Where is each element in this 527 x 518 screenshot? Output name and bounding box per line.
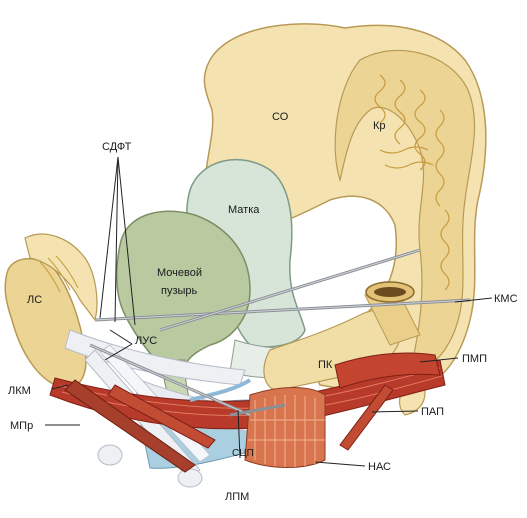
label-mpr: МПр	[10, 420, 33, 432]
bladder	[115, 210, 251, 371]
pubic-bone	[4, 233, 98, 389]
label-pk: ПК	[318, 359, 333, 371]
label-nas: НАС	[368, 461, 391, 473]
label-so: СО	[272, 111, 289, 123]
leader-lines	[45, 156, 493, 467]
label-kms: КМС	[494, 293, 518, 305]
label-scp: СЦП	[232, 448, 254, 459]
label-kr: Кр	[373, 120, 386, 132]
probes	[89, 248, 471, 417]
nerve	[189, 378, 252, 402]
label-sdft: СДФТ	[102, 141, 132, 153]
label-lpm: ЛПМ	[225, 491, 249, 503]
labels: СО Кр СДФТ Матка Мочевой пузырь ЛС ЛУС К…	[8, 111, 518, 503]
label-matka: Матка	[228, 204, 260, 216]
label-bladder-2: пузырь	[161, 285, 198, 297]
label-ls: ЛС	[27, 294, 42, 306]
label-pmp: ПМП	[462, 353, 487, 365]
rectum-tube	[364, 281, 421, 346]
label-lus: ЛУС	[135, 335, 157, 347]
label-bladder-1: Мочевой	[157, 267, 202, 279]
label-pap: ПАП	[421, 406, 444, 418]
label-lkm: ЛКМ	[8, 385, 31, 397]
